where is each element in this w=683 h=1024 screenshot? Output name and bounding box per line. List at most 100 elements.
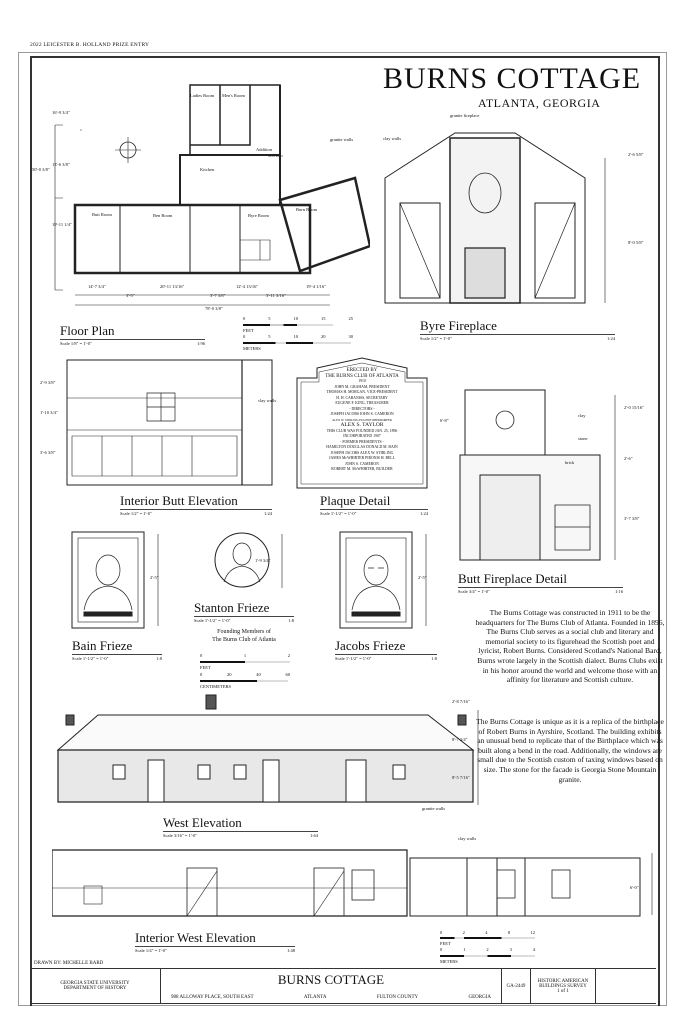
interior-west-label: Interior West Elevation (135, 930, 256, 945)
stanton-frieze-drawing (214, 532, 283, 588)
floor-plan-scale: Scale 1/8" = 1'-0"1:96 (60, 339, 205, 346)
org-line: DEPARTMENT OF HISTORY (63, 986, 127, 991)
tick: 40 (256, 672, 261, 677)
tick: 20 (227, 672, 232, 677)
caption-line: Founding Members of (217, 629, 271, 635)
tick: 5 (268, 334, 271, 339)
dim-stanton: 1'-9 3/4" (255, 558, 271, 563)
dim-h-2: 3'-5" (126, 293, 135, 298)
title-block: GEORGIA STATE UNIVERSITY DEPARTMENT OF H… (30, 968, 656, 1004)
granite-fireplace-note: granite fireplace (450, 113, 480, 118)
scale-text: Scale 1'-1/2" = 1'-0" (72, 656, 109, 661)
dim-plaque: 6'-8" (440, 418, 449, 423)
plaque-line: ROBERT M. McWHIRTER, BUILDER (331, 467, 393, 471)
sheet-number: 1 of 1 (557, 988, 569, 994)
scale-ratio: 1:64 (309, 833, 318, 838)
interior-west-elevation-drawing (52, 849, 653, 917)
dim-h-7: 19'-4 1/16" (306, 284, 327, 289)
scale-ratio: 1:24 (263, 511, 272, 516)
clay-note: clay (578, 413, 586, 418)
plaque-line: 1910 (358, 379, 366, 383)
org-line: GEORGIA STATE UNIVERSITY (60, 981, 130, 986)
description-paragraph-1: The Burns Cottage was constructed in 191… (475, 608, 665, 685)
dim-v-3: 13'-6 3/8" (52, 162, 70, 167)
brick-note: brick (565, 460, 575, 465)
bain-frieze-scale: Scale 1'-1/2" = 1'-0"1:8 (72, 654, 162, 661)
caption-line: The Burns Club of Atlanta (212, 637, 276, 643)
west-elevation-scale: Scale 3/16" = 1'-0"1:64 (163, 831, 318, 838)
dim-bf-1: 2'-0 15/16" (624, 405, 645, 410)
address: 988 ALLOWAY PLACE, SOUTH EAST (171, 995, 254, 1000)
prize-entry-header: 2022 LEICESTER B. HOLLAND PRIZE ENTRY (30, 42, 150, 48)
meters-label: METERS (243, 346, 261, 351)
tick: 2 (486, 947, 489, 952)
interior-butt-label: Interior Butt Elevation (120, 493, 238, 508)
int-feet-bar (440, 937, 535, 939)
survey-number: GA-2449 (506, 983, 526, 989)
dim-butt-3: 3'-6 3/8" (40, 450, 56, 455)
clay-walls-note-butt: clay walls (258, 398, 277, 403)
plaque-line: ALEX S. TAYLOR (340, 422, 384, 428)
dim-h-6: 3'-11 3/16" (266, 293, 286, 298)
title-block-name: BURNS COTTAGE (277, 972, 385, 987)
dim-bf-3: 3'-7 3/8" (624, 516, 640, 521)
scale-ratio: 1:16 (614, 589, 623, 594)
west-elevation-drawing (56, 694, 479, 805)
bain-frieze-drawing (71, 531, 159, 629)
plaque-line: JOHN M. GRAHAM, PRESIDENT (334, 384, 390, 389)
tick: 0 (243, 316, 246, 321)
scale-text: Scale 1/2" = 1'-0" (420, 336, 452, 341)
interior-west-scale: Scale 1/4" = 1'-0"1:48 (135, 946, 295, 953)
addition-date-note: circa 2013 (268, 154, 283, 158)
scale-ratio: 1:8 (288, 618, 294, 623)
dim-h-4: 3'-7 3/8" (210, 293, 226, 298)
scale-text: Scale 1/4" = 1'-0" (135, 948, 167, 953)
survey-line: BUILDINGS SURVEY (539, 983, 587, 989)
frieze-feet-label: FEET (200, 665, 211, 670)
plaque-detail-label: Plaque Detail (320, 493, 391, 508)
scale-text: Scale 3/4" = 1'-0" (458, 589, 490, 594)
inner-border (30, 56, 660, 1006)
plaque-line: ALEX W. STIRLING EUGENE OBERDORFER (332, 417, 392, 422)
tick: 15 (321, 316, 326, 321)
plaque-line: - FORMER PRESIDENTS - (340, 439, 384, 444)
frieze-cm-bar (200, 680, 288, 682)
room-label-mens: Men's Room (222, 93, 245, 98)
tick: 8 (507, 930, 511, 935)
dim-west-3: 8'-5 7/16" (452, 775, 470, 780)
int-feet-label: FEET (440, 941, 451, 946)
tick: 1 (243, 653, 247, 658)
plaque-line: JOHN S. CAMERON (345, 461, 379, 466)
plaque-line: THIS CLUB WAS FOUNDED JAN. 25, 1896 (326, 428, 398, 433)
dim-h-5: 12'-4 13/16" (236, 284, 259, 289)
meter-scale-bar (243, 342, 351, 344)
survey-number-cell: GA-2449 (502, 969, 531, 1003)
jacobs-frieze-label: Jacobs Frieze (335, 638, 406, 653)
plaque-line: H. H. CABANISS, SECRETARY (336, 395, 388, 400)
dim-h-3: 20'-11 13/16" (160, 284, 185, 289)
survey-line: HISTORIC AMERICAN (537, 978, 589, 984)
plaque-line: THE BURNS CLUB OF ATLANTA (325, 373, 399, 379)
scale-ratio: 1:24 (419, 511, 428, 516)
plaque-scale: Scale 1'-1/2" = 1'-0"1:24 (320, 509, 428, 516)
tick: 2 (287, 653, 290, 658)
title-block-org: GEORGIA STATE UNIVERSITY DEPARTMENT OF H… (30, 969, 161, 1003)
room-label-ladies: Ladies Room (190, 93, 215, 98)
dim-v-2: 50'-0 3/8" (32, 167, 50, 172)
dim-west-1: 2'-8 7/16" (452, 699, 470, 704)
plaque-line: - DIRECTORS - (349, 406, 375, 411)
floor-plan-label: Floor Plan (60, 323, 115, 338)
tick: 25 (348, 316, 354, 321)
tick: 0 (200, 672, 203, 677)
floor-plan-drawing (54, 84, 370, 306)
drawn-by: DRAWN BY: MICHELLE BARD (34, 961, 104, 966)
tick: 1 (463, 947, 466, 952)
scale-text: Scale 1'-1/2" = 1'-0" (194, 618, 231, 623)
tick: 0 (440, 930, 443, 935)
room-label-burn: Burn Room (296, 207, 318, 212)
room-label-byre: Byre Room (248, 213, 269, 218)
